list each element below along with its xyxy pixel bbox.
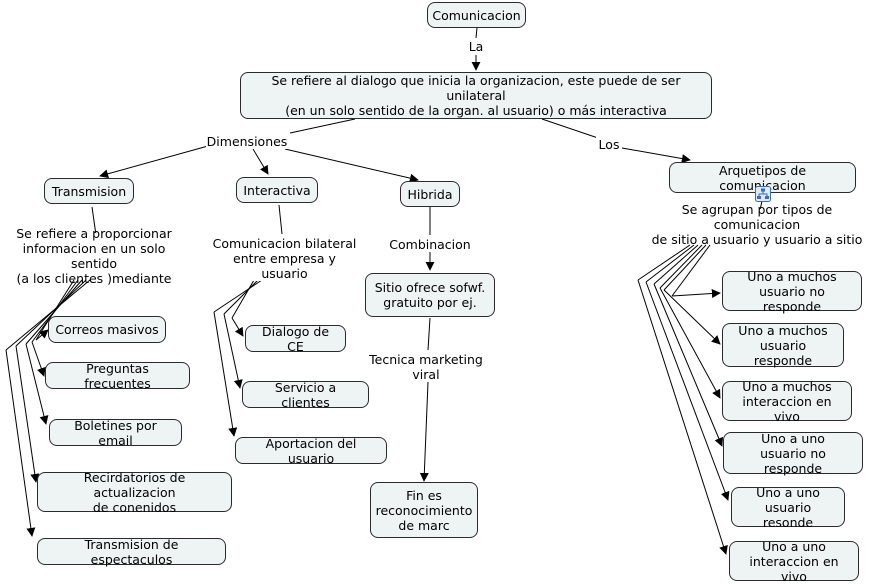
node-fin[interactable]: Fin es reconocimiento de marc bbox=[370, 482, 478, 538]
node-uno-muchos-no[interactable]: Uno a muchos usuario no responde bbox=[722, 269, 862, 314]
node-sitio[interactable]: Sitio ofrece sofwf. gratuito por ej. bbox=[365, 273, 495, 317]
link-los: Los bbox=[596, 136, 622, 152]
node-servicio[interactable]: Servicio a clientes bbox=[242, 380, 369, 410]
concept-map-icon[interactable] bbox=[755, 186, 771, 202]
node-hibrida[interactable]: Hibrida bbox=[400, 181, 460, 207]
node-espectaculos[interactable]: Transmision de espectaculos bbox=[37, 537, 226, 567]
node-correos[interactable]: Correos masivos bbox=[48, 316, 166, 343]
node-interactiva[interactable]: Interactiva bbox=[236, 177, 318, 203]
link-tecnica: Tecnica marketing viral bbox=[368, 351, 484, 382]
node-recordatorios[interactable]: Recirdatorios de actualizacion de coneni… bbox=[37, 470, 232, 515]
node-aportacion[interactable]: Aportacion del usuario bbox=[235, 436, 387, 466]
node-uno-uno-no[interactable]: Uno a uno usuario no responde bbox=[723, 431, 863, 476]
node-uno-uno-vivo[interactable]: Uno a uno interaccion en vivo bbox=[729, 539, 859, 584]
link-interactiva-desc: Comunicacion bilateral entre empresa y u… bbox=[212, 235, 357, 281]
node-transmision[interactable]: Transmision bbox=[44, 178, 134, 204]
node-boletines[interactable]: Boletines por email bbox=[49, 418, 182, 448]
node-uno-muchos-vivo[interactable]: Uno a muchos interaccion en vivo bbox=[722, 379, 852, 424]
link-agrupan: Se agrupan por tipos de comunicacion de … bbox=[640, 202, 874, 247]
link-combinacion: Combinacion bbox=[388, 236, 472, 252]
node-uno-uno-resp[interactable]: Uno a uno usuario resonde bbox=[731, 485, 845, 530]
node-uno-muchos-resp[interactable]: Uno a muchos usuario responde bbox=[722, 323, 844, 368]
node-comunicacion[interactable]: Comunicacion bbox=[427, 2, 526, 28]
link-transmision-desc: Se refiere a proporcionar informacion en… bbox=[0, 226, 188, 286]
node-preguntas[interactable]: Preguntas frecuentes bbox=[45, 361, 190, 391]
link-dimensiones: Dimensiones bbox=[206, 133, 288, 149]
node-definicion[interactable]: Se refiere al dialogo que inicia la orga… bbox=[240, 72, 712, 119]
link-la: La bbox=[466, 38, 486, 54]
node-dialogo[interactable]: Dialogo de CE bbox=[245, 324, 346, 354]
